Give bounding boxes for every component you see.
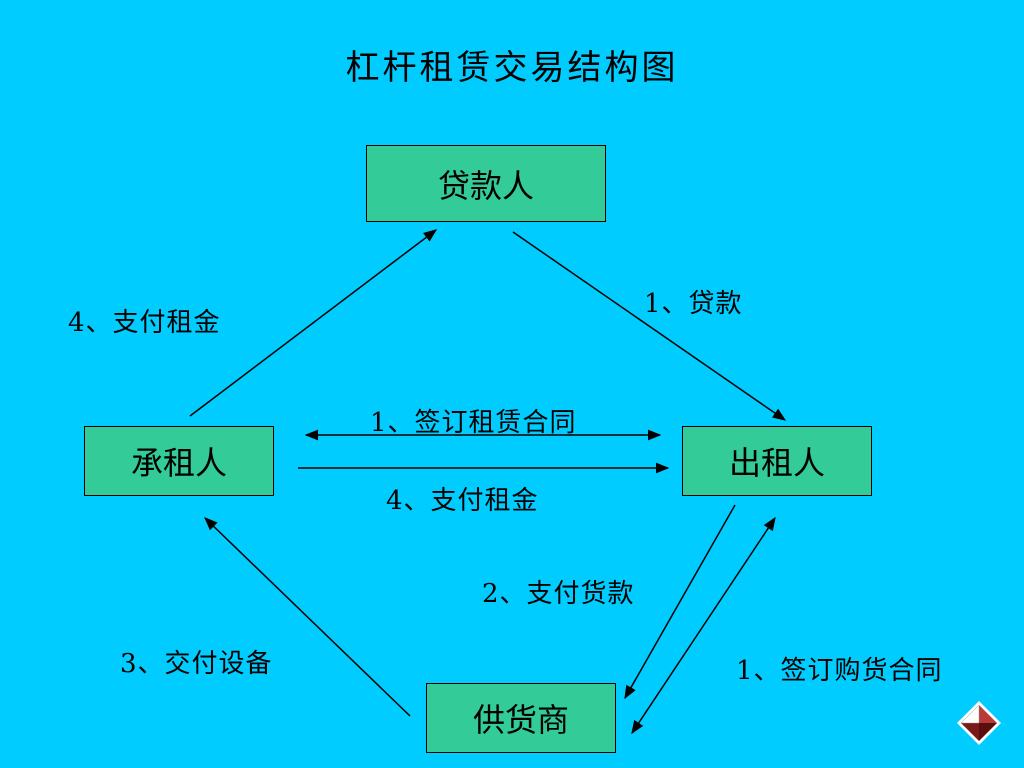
label-sign-purchase: 1、签订购货合同 <box>736 656 943 686</box>
arrow-lessor-to-supplier <box>624 504 736 700</box>
arrow-lender-to-lessor <box>512 231 787 421</box>
page-title: 杠杆租赁交易结构图 <box>345 48 679 88</box>
home-nav-icon[interactable] <box>956 700 1002 746</box>
label-pay-rent-to-lessor: 4、支付租金 <box>386 486 539 516</box>
label-sign-lease: 1、签订租赁合同 <box>370 408 577 438</box>
arrow-supplier-to-lessee <box>204 517 411 717</box>
node-lender: 贷款人 <box>366 145 606 222</box>
label-pay-rent-to-lender: 4、支付租金 <box>68 308 221 338</box>
label-pay-goods: 2、支付货款 <box>482 579 635 609</box>
node-lessor: 出租人 <box>682 426 872 496</box>
node-supplier: 供货商 <box>426 683 616 753</box>
node-lessee: 承租人 <box>84 426 274 496</box>
arrow-purchase-contract <box>631 516 776 735</box>
label-deliver-equipment: 3、交付设备 <box>120 649 273 679</box>
arrow-lessee-to-lender <box>189 229 438 417</box>
label-loan: 1、贷款 <box>644 289 743 319</box>
